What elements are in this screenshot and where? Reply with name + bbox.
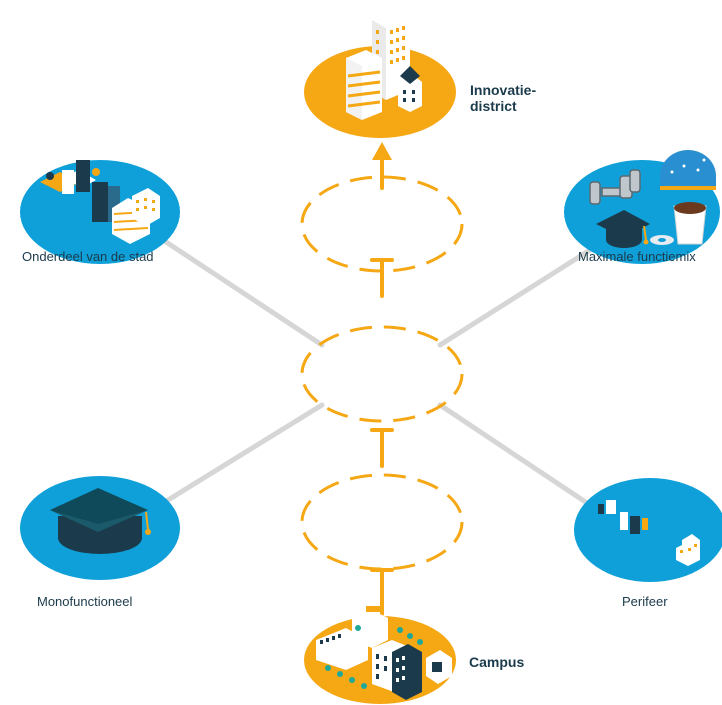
- line-onderdeel: [157, 235, 325, 348]
- node-label-innovatie-line1: Innovatie-: [470, 82, 537, 98]
- node-label-innovatie-line2: district: [470, 98, 517, 114]
- dashed-ellipse-bottom: [300, 473, 464, 571]
- dashed-ellipse-top: [300, 175, 464, 273]
- node-label-innovatie: Innovatie- district: [470, 82, 536, 114]
- node-label-mono: Monofunctioneel: [37, 594, 133, 609]
- node-label-perifeer: Perifeer: [622, 594, 668, 609]
- buildings-icon: [346, 12, 422, 120]
- graduation-cap-icon: [50, 488, 151, 554]
- dashed-ellipse-middle: [300, 325, 464, 423]
- campus-buildings-icon: [316, 606, 452, 700]
- city-blocks-icon: [40, 160, 160, 244]
- node-label-onderdeel: Onderdeel van de stad: [22, 249, 154, 264]
- line-mono: [157, 402, 325, 508]
- vertical-connectors: [370, 158, 394, 616]
- connector-lines: [157, 235, 593, 508]
- sparse-buildings-icon: [598, 500, 700, 566]
- arrow-head-icon: [372, 142, 392, 160]
- node-label-maximale: Maximale functiemix: [578, 249, 696, 264]
- mixed-functions-icon: [589, 150, 716, 248]
- line-perifeer: [437, 402, 593, 508]
- line-maximale: [437, 247, 593, 348]
- dashed-ellipses: [300, 175, 464, 571]
- node-label-campus: Campus: [469, 654, 525, 670]
